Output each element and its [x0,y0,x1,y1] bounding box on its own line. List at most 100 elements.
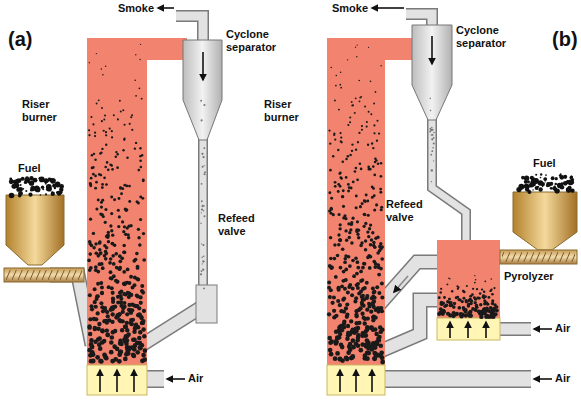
particle [473,296,476,299]
particle [117,118,119,120]
particle [122,282,126,286]
particle [373,132,375,134]
particle [363,286,367,290]
particle [105,333,109,337]
particle [379,242,382,245]
particle [131,352,136,357]
particle [338,239,341,242]
art-part [50,275,92,345]
particle [483,299,486,302]
particle [95,181,98,184]
particle [109,257,113,261]
particle [492,308,496,312]
particle [110,307,114,311]
art-part [485,322,487,338]
particle [142,179,145,182]
particle [375,285,379,289]
particle [111,168,114,171]
particle [92,123,94,125]
particle [203,255,205,257]
particle [98,173,101,176]
particle [40,194,41,195]
particle [346,324,350,328]
particle [479,292,482,295]
particle [370,238,373,241]
screw-a [6,270,82,280]
art-part [380,370,531,388]
particle [115,347,120,352]
particle [346,331,350,335]
particle [491,308,495,312]
art-part [140,305,205,346]
particle [343,287,347,291]
particle [355,314,359,318]
particle [528,185,531,188]
particle [490,278,492,280]
particle [367,214,370,217]
particle [483,302,486,305]
particle [368,227,371,230]
particle [361,129,363,131]
particle [532,189,533,190]
particle [347,190,350,193]
particle [100,206,103,209]
particle [337,149,339,151]
screw-feeder-a [4,268,84,282]
particle [44,178,49,183]
particle [141,353,146,358]
part-label: Air [555,322,570,335]
particle [202,205,204,207]
particle [111,130,113,132]
particle [484,281,486,283]
particle [328,129,330,131]
particle [204,165,205,166]
particle [25,190,27,192]
particle [337,233,340,236]
particle [94,158,97,161]
particle [373,208,376,211]
particle [22,188,24,190]
particle [122,244,125,247]
particle [493,287,495,289]
particle [9,179,14,184]
particle [442,310,446,314]
particle [59,184,64,189]
particle [332,296,336,300]
particle [474,301,477,304]
particles [9,44,575,365]
particle [470,299,473,302]
particle [476,296,479,299]
particle [490,314,494,318]
particle [372,244,375,247]
particle [106,314,110,318]
particle [380,208,383,211]
particle [353,299,357,303]
particle [341,141,343,143]
particle [379,267,383,271]
art-part [467,322,469,338]
particle [105,328,109,332]
particle [328,295,332,299]
node-heading: Pyrolyzer [504,270,554,282]
particle [378,132,380,134]
particle [120,328,124,332]
particle [365,194,368,197]
particle [101,266,105,270]
particle [141,327,145,331]
particle [431,138,433,140]
air-up-arrows-b [340,370,372,392]
particle [344,306,348,310]
particle [348,342,353,347]
particle [335,351,340,356]
particle [369,168,372,171]
particle [354,170,357,173]
particle [137,236,140,239]
particle [201,153,203,155]
particle [372,356,377,361]
particle [88,332,92,336]
particle [116,314,120,318]
particle [341,195,344,198]
particle [20,184,22,186]
flow-arrow-a [202,52,204,80]
particle [131,129,133,131]
